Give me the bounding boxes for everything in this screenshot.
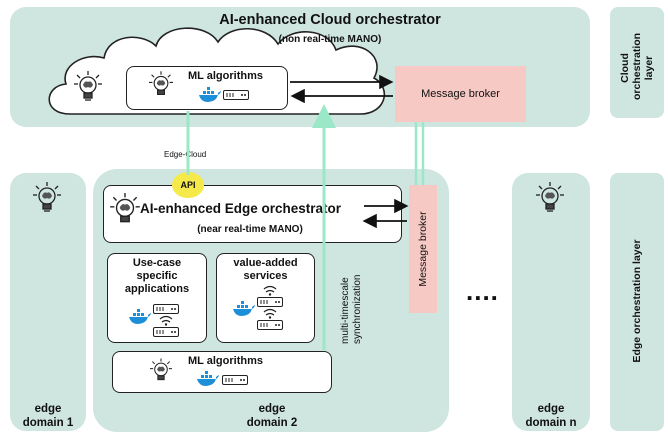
api-label: API <box>180 180 196 190</box>
value-added-label: value-added services <box>216 257 315 283</box>
docker-whale-icon <box>233 301 255 316</box>
edge-cloud-label: Edge-Cloud <box>164 150 207 159</box>
edge-orchestrator-title: AI-enhanced Edge orchestrator <box>140 201 342 216</box>
use-case-line1: Use-case <box>132 257 182 269</box>
edge-ml-algorithms-box <box>112 351 332 393</box>
brain-bulb-icon <box>536 182 564 212</box>
api-badge: API <box>172 172 204 198</box>
edge-domain-n-label: edge domain n <box>512 402 590 430</box>
domain-2-line2: domain 2 <box>246 417 298 429</box>
wifi-icon <box>159 315 173 326</box>
docker-whale-icon <box>199 87 221 102</box>
cloud-orchestration-layer-label: Cloud orchestration layer <box>619 18 655 118</box>
value-added-line2: services <box>243 270 288 282</box>
cloud-broker-label: Message broker <box>421 88 500 100</box>
brain-bulb-icon <box>150 358 172 381</box>
cloud-orchestrator-subtitle: (non real-time MANO) <box>278 34 382 45</box>
cloud-orchestrator-title: AI-enhanced Cloud orchestrator <box>219 12 441 28</box>
value-added-line1: value-added <box>233 257 298 269</box>
edge-message-broker <box>409 185 437 313</box>
server-icon <box>153 327 179 337</box>
domain-2-line1: edge <box>258 403 286 415</box>
wifi-icon <box>263 285 277 296</box>
domain-n-line1: edge <box>537 403 565 415</box>
more-domains-ellipsis: .... <box>466 276 499 306</box>
sync-label: multi-timescale synchronization <box>340 234 364 344</box>
domain-n-line2: domain n <box>525 417 577 429</box>
cloud-ml-label: ML algorithms <box>188 70 263 82</box>
sync-label-line2: synchronization <box>352 274 363 344</box>
edge-orchestration-layer-label: Edge orchestration layer <box>631 239 643 363</box>
server-icon <box>153 304 179 314</box>
sync-label-line1: multi-timescale <box>340 277 351 344</box>
docker-whale-icon <box>129 309 151 324</box>
edge-orchestrator-subtitle: (near real-time MANO) <box>197 224 303 235</box>
server-icon <box>222 375 248 385</box>
brain-bulb-icon <box>74 71 102 101</box>
server-icon <box>257 320 283 330</box>
edge-orchestrator-box <box>103 185 402 243</box>
brain-bulb-icon <box>149 71 173 95</box>
edge-ml-label: ML algorithms <box>188 355 263 367</box>
domain-1-line1: edge <box>34 403 62 415</box>
use-case-label: Use-case specific applications <box>107 257 207 296</box>
cloud-side-label-panel <box>610 7 664 118</box>
edge-domain-1-label: edge domain 1 <box>10 402 86 430</box>
edge-side-label-panel <box>610 173 664 431</box>
server-icon <box>257 297 283 307</box>
use-case-line3: applications <box>124 283 190 295</box>
edge-domain-n-panel <box>512 173 590 431</box>
wifi-icon <box>263 308 277 319</box>
server-icon <box>223 90 249 100</box>
docker-whale-icon <box>197 371 219 386</box>
brain-bulb-icon <box>33 182 61 212</box>
cloud-message-broker <box>395 66 526 122</box>
cloud-side-label-text: Cloud orchestration layer <box>619 32 655 100</box>
use-case-line2: specific <box>136 270 178 282</box>
edge-domain-2-label: edge domain 2 <box>222 402 322 430</box>
domain-1-line2: domain 1 <box>22 417 74 429</box>
brain-bulb-icon <box>110 193 140 223</box>
edge-domain-1-panel <box>10 173 86 431</box>
edge-broker-label: Message broker <box>417 211 429 287</box>
